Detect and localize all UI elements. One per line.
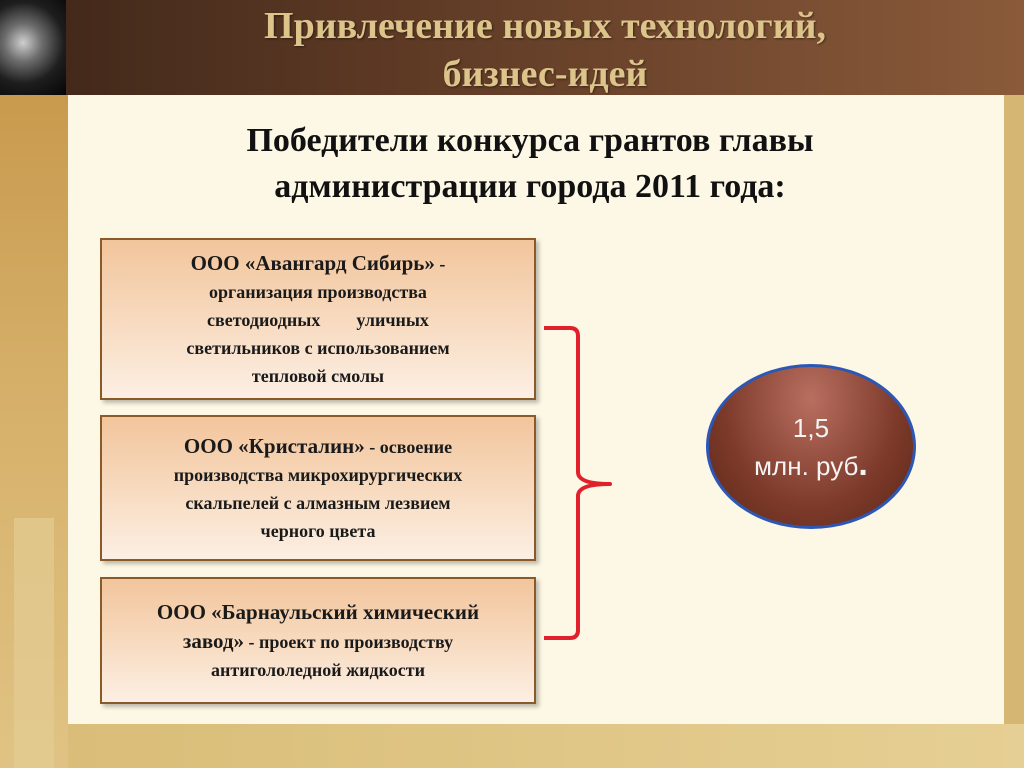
description-line: антигололедной жидкости	[210, 659, 425, 680]
corner-photo	[0, 0, 66, 95]
grant-amount: 1,5	[792, 412, 830, 443]
description-line: черного цвета	[260, 520, 376, 541]
separator: -	[434, 253, 446, 274]
description-line: скальпелей с алмазным лезвием	[185, 492, 451, 513]
grant-unit: млн. руб.	[754, 446, 868, 484]
winner-box-avangard: ООО «Авангард Сибирь» - организация прои…	[100, 238, 536, 400]
company-name: ООО «Кристалин»	[183, 433, 365, 458]
left-decor-block	[14, 518, 54, 768]
company-name: ООО «Авангард Сибирь»	[190, 250, 435, 275]
description-line: производства микрохирургических	[173, 464, 463, 485]
separator: -	[364, 436, 380, 457]
winner-box-barnaul-chem: ООО «Барнаульский химический завод» - пр…	[100, 577, 536, 704]
header-band	[0, 0, 1024, 95]
description-line: светильников с использованием	[186, 337, 450, 358]
description-line: тепловой смолы	[251, 365, 385, 386]
slide-title-line1: Привлечение новых технологий,	[264, 5, 826, 47]
grant-amount-circle: 1,5 млн. руб.	[706, 364, 916, 529]
slide-title: Привлечение новых технологий, бизнес-иде…	[66, 0, 1024, 97]
description-line: организация производства	[209, 281, 427, 302]
subtitle-line1: Победители конкурса грантов главы	[246, 122, 814, 159]
winner-text: ООО «Авангард Сибирь» - организация прои…	[186, 249, 449, 390]
company-name-cont: завод»	[182, 628, 245, 653]
winner-text: ООО «Барнаульский химический завод» - пр…	[157, 598, 479, 684]
description-line: проект по производству	[259, 631, 454, 652]
separator: -	[244, 631, 260, 652]
description-line: светодиодных уличных	[207, 309, 429, 330]
curly-brace-icon	[544, 326, 612, 640]
slide-title-line2: бизнес-идей	[442, 53, 648, 95]
winner-text: ООО «Кристалин» - освоение производства …	[174, 432, 463, 545]
slide-subtitle: Победители конкурса грантов главы админи…	[150, 118, 910, 210]
winner-box-kristalin: ООО «Кристалин» - освоение производства …	[100, 415, 536, 561]
grant-unit-dot: .	[858, 444, 868, 483]
grant-unit-text: млн. руб	[754, 450, 859, 481]
description-line: освоение	[379, 436, 453, 457]
bottom-band	[68, 724, 1024, 768]
subtitle-line2: администрации города 2011 года:	[274, 168, 786, 205]
company-name: ООО «Барнаульский химический	[156, 599, 480, 624]
